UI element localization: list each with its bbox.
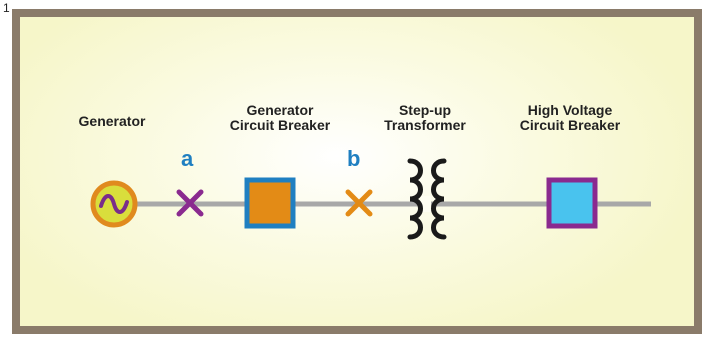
high-voltage-circuit-breaker-label: High Voltage Circuit Breaker xyxy=(500,103,640,133)
high-voltage-circuit-breaker-symbol xyxy=(546,177,598,229)
generator-circuit-breaker-label: Generator Circuit Breaker xyxy=(210,103,350,133)
transformer-label-line1: Step-up xyxy=(398,102,452,118)
fault-point-a-mark xyxy=(176,189,204,217)
diagram-frame xyxy=(12,9,702,334)
hvcb-label-line1: High Voltage xyxy=(527,102,613,118)
primary-coil xyxy=(407,158,423,240)
step-up-transformer-symbol xyxy=(407,158,447,240)
generator-label-text: Generator xyxy=(78,113,146,129)
generator-circuit-breaker-symbol xyxy=(244,177,296,229)
transformer-label-line2: Transformer xyxy=(384,117,466,133)
secondary-coil xyxy=(431,158,447,240)
gcb-label-line1: Generator xyxy=(246,102,314,118)
hvcb-label-line2: Circuit Breaker xyxy=(519,117,621,133)
sine-wave-icon xyxy=(99,194,129,214)
gcb-label-line2: Circuit Breaker xyxy=(229,117,331,133)
fault-point-a-label: a xyxy=(181,146,194,171)
step-up-transformer-label: Step-up Transformer xyxy=(370,103,480,133)
generator-label: Generator xyxy=(62,114,162,129)
figure-number: 1 xyxy=(3,1,10,15)
fault-point-b-label: b xyxy=(347,146,361,171)
fault-point-b-mark xyxy=(345,189,373,217)
generator-symbol xyxy=(90,180,138,228)
